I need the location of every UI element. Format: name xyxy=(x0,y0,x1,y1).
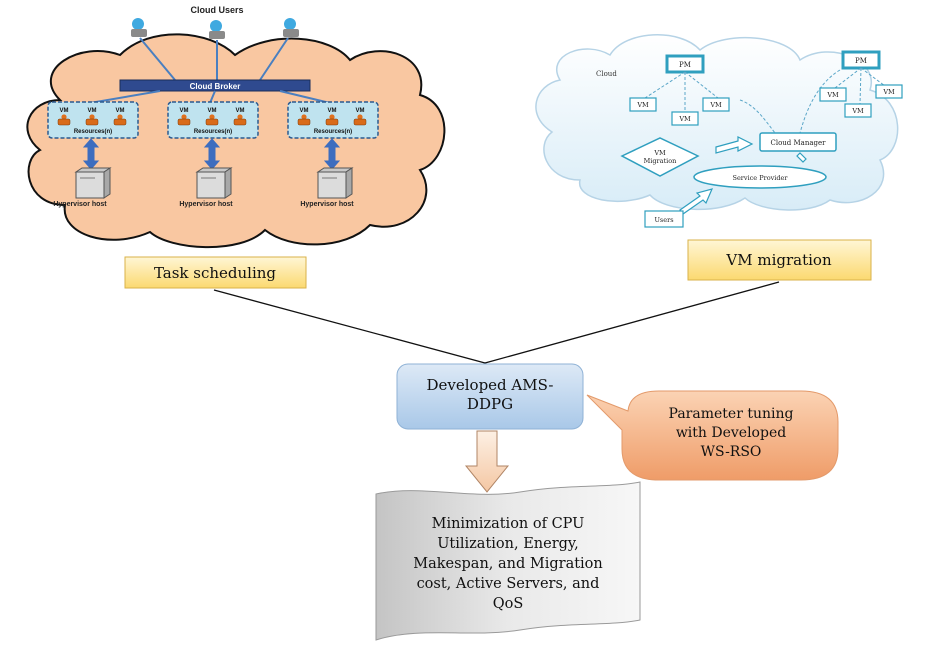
vm-box-label: VM xyxy=(678,115,691,123)
vm-migration-box xyxy=(687,239,872,281)
outcome-line: Makespan, and Migration xyxy=(413,556,603,572)
resources-label: Resources(n) xyxy=(74,129,112,135)
vm-box-label: VM xyxy=(882,88,895,96)
pm-vm-connectors xyxy=(644,67,886,134)
resource-group: VM VM VM Resources(n) xyxy=(47,101,139,139)
user-icon xyxy=(131,18,147,37)
vm-box-label: VM xyxy=(851,107,864,115)
vm-migration-diamond-label: VM xyxy=(653,149,666,157)
cloud-users-title: Cloud Users xyxy=(190,5,243,15)
outcome-line: QoS xyxy=(493,596,524,612)
task-scheduling-box xyxy=(124,256,307,289)
service-provider-label: Service Provider xyxy=(733,174,789,182)
server-icon xyxy=(74,167,112,199)
vm-person-icon xyxy=(85,114,99,126)
connector-vm-to-developed xyxy=(484,281,780,364)
pm-label: PM xyxy=(855,57,867,65)
cloud-label: Cloud xyxy=(596,70,617,78)
vm-label: VM xyxy=(60,108,69,114)
user-icon xyxy=(283,18,299,37)
vm-box: VM xyxy=(671,111,699,126)
vm-migration-illustration: Cloud PM PM VM VM VM VM VM VM VM Migration Cl… xyxy=(535,34,903,228)
vm-box-label: VM xyxy=(709,101,722,109)
service-provider-ellipse xyxy=(693,165,827,189)
resource-host-arrows xyxy=(82,138,341,170)
vm-label: VM xyxy=(236,108,245,114)
vm-label: VM xyxy=(328,108,337,114)
vm-person-icon xyxy=(297,114,311,126)
vm-person-icon xyxy=(325,114,339,126)
users-label: Users xyxy=(654,216,673,224)
user-icon xyxy=(209,20,225,39)
vm-label: VM xyxy=(116,108,125,114)
hollow-arrow xyxy=(679,188,714,215)
parameter-tuning-label: WS-RSO xyxy=(701,444,762,460)
outcome-document-shape xyxy=(375,481,641,641)
hypervisor-host-label: Hypervisor host xyxy=(179,201,233,208)
user-broker-connectors xyxy=(139,37,289,81)
task-scheduling-label: Task scheduling xyxy=(154,264,276,282)
outcome-line: cost, Active Servers, and xyxy=(417,576,600,592)
developed-ams-ddpg-box xyxy=(396,363,584,430)
outcome-line: Utilization, Energy, xyxy=(437,536,579,552)
vm-migration-diamond xyxy=(620,137,700,177)
vm-box: VM xyxy=(629,97,657,112)
vm-box: VM xyxy=(875,84,903,99)
vm-label: VM xyxy=(180,108,189,114)
server-icon xyxy=(316,167,354,199)
vm-label: VM xyxy=(300,108,309,114)
vm-box: VM xyxy=(819,87,847,102)
resource-group: VM VM VM Resources(n) xyxy=(287,101,379,139)
down-arrow xyxy=(464,430,510,493)
cloud-manager-box xyxy=(759,132,837,152)
vm-migration-label: VM migration xyxy=(725,251,832,269)
hypervisor-host-label: Hypervisor host xyxy=(300,201,354,208)
users-box xyxy=(644,210,684,228)
hollow-arrow xyxy=(715,136,754,154)
resources-label: Resources(n) xyxy=(194,129,232,135)
hypervisor-host-label: Hypervisor host xyxy=(53,201,107,208)
vm-label: VM xyxy=(208,108,217,114)
vm-label: VM xyxy=(88,108,97,114)
broker-resource-connectors xyxy=(89,90,331,104)
vm-person-icon xyxy=(205,114,219,126)
parameter-tuning-label: with Developed xyxy=(676,425,786,441)
vm-person-icon xyxy=(233,114,247,126)
resources-label: Resources(n) xyxy=(314,129,352,135)
vm-migration-diamond-label: Migration xyxy=(644,157,677,165)
outcome-line: Minimization of CPU xyxy=(432,516,585,532)
server-icon xyxy=(195,167,233,199)
cloud-broker-label: Cloud Broker xyxy=(190,82,241,91)
task-scheduling-illustration: Cloud Users Cloud Broker xyxy=(26,5,446,249)
developed-ams-ddpg-label: DDPG xyxy=(467,395,513,413)
connector-task-to-developed xyxy=(213,289,486,364)
hollow-arrow xyxy=(796,152,807,163)
vm-person-icon xyxy=(113,114,127,126)
cloud-manager-label: Cloud Manager xyxy=(770,139,826,147)
parameter-tuning-callout xyxy=(586,390,839,481)
pm-label: PM xyxy=(679,61,691,69)
vm-box: VM xyxy=(702,97,730,112)
developed-ams-ddpg-label: Developed AMS- xyxy=(426,376,553,394)
vm-person-icon xyxy=(353,114,367,126)
vm-person-icon xyxy=(57,114,71,126)
vm-box: VM xyxy=(844,103,872,118)
vm-person-icon xyxy=(177,114,191,126)
right-cloud-shape xyxy=(535,34,899,211)
vm-box-label: VM xyxy=(636,101,649,109)
parameter-tuning-label: Parameter tuning xyxy=(669,406,794,422)
vm-box-label: VM xyxy=(826,91,839,99)
vm-label: VM xyxy=(356,108,365,114)
resource-group: VM VM VM Resources(n) xyxy=(167,101,259,139)
